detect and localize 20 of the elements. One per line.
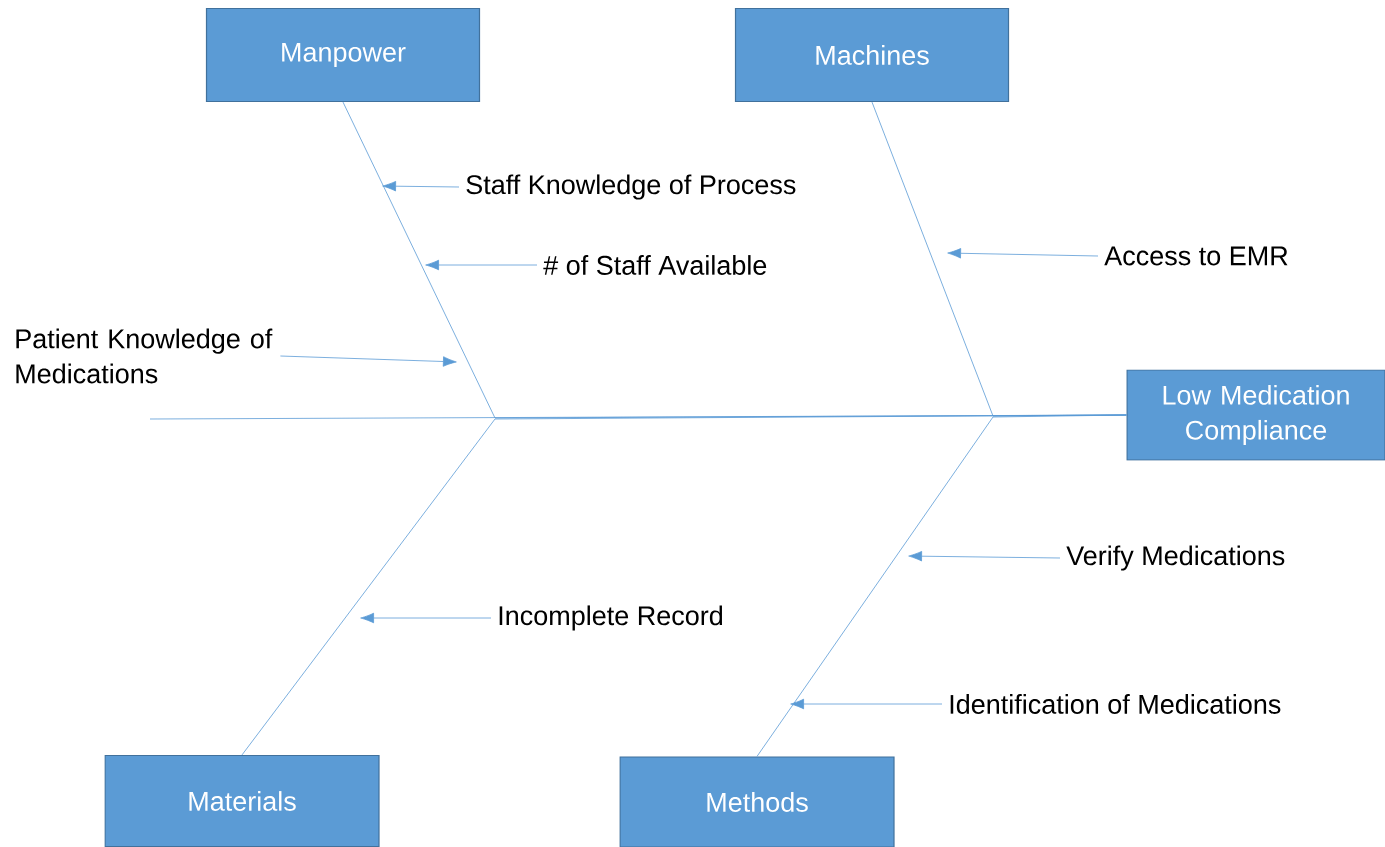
fishbone-bone bbox=[756, 414, 1127, 757]
cause-label: Patient Knowledge of Medications bbox=[16, 328, 273, 384]
cause-label: Incomplete Record bbox=[499, 605, 723, 631]
cause-label: Identification of Medications bbox=[950, 694, 1281, 714]
cause-label: Verify Medications bbox=[1066, 545, 1285, 571]
cause-arrow bbox=[790, 698, 943, 710]
category-box: Manpower bbox=[205, 7, 481, 103]
cause-label: # of Staff Available bbox=[543, 255, 767, 275]
cause-label: Access to EMR bbox=[1104, 246, 1288, 266]
cause-arrow bbox=[908, 551, 1061, 562]
cause-arrow bbox=[425, 259, 538, 271]
cause-arrow bbox=[360, 612, 492, 624]
cause-label: Staff Knowledge of Process bbox=[466, 174, 796, 200]
category-box: Methods bbox=[619, 756, 895, 847]
category-box: Machines bbox=[734, 7, 1010, 103]
cause-arrow bbox=[280, 355, 457, 367]
cause-arrow bbox=[947, 248, 1099, 259]
cause-arrow bbox=[382, 181, 460, 192]
category-box: Materials bbox=[104, 754, 380, 847]
effect-box: Low Medication Compliance bbox=[1126, 369, 1385, 461]
